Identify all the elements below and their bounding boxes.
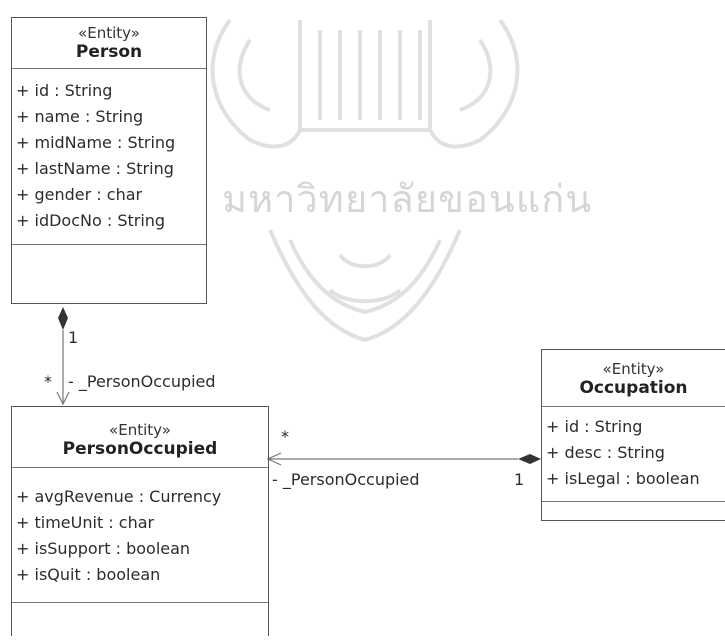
attribute: + avgRevenue : Currency: [16, 487, 222, 506]
occupation-role-label: - _PersonOccupied: [272, 470, 420, 489]
person-association-arrowhead: [56, 391, 70, 406]
occupation-composition-diamond: [518, 454, 541, 464]
person-composition-diamond: [58, 307, 68, 330]
class-person-occupied[interactable]: «Entity» PersonOccupied + avgRevenue : C…: [11, 406, 269, 636]
class-person-name: Person: [75, 42, 143, 62]
class-person-header: «Entity» Person: [12, 18, 206, 69]
attribute: + timeUnit : char: [16, 513, 155, 532]
attribute: + id : String: [16, 81, 113, 100]
class-person[interactable]: «Entity» Person + id : String + name : S…: [11, 17, 207, 304]
class-occupation-attributes: + id : String + desc : String + isLegal …: [542, 407, 725, 502]
class-occupation-header: «Entity» Occupation: [542, 350, 725, 407]
attribute: + isQuit : boolean: [16, 565, 161, 584]
class-person-operations: [12, 245, 206, 255]
person-source-multiplicity: 1: [68, 328, 79, 347]
class-occupation-stereotype: «Entity»: [602, 360, 665, 378]
occupation-source-multiplicity: 1: [514, 470, 525, 489]
class-occupation-operations: [542, 502, 725, 512]
attribute: + desc : String: [546, 443, 665, 462]
attribute: + midName : String: [16, 133, 176, 152]
class-person-occupied-operations: [12, 603, 268, 613]
attribute: + idDocNo : String: [16, 211, 166, 230]
class-occupation[interactable]: «Entity» Occupation + id : String + desc…: [541, 349, 725, 521]
attribute: + isLegal : boolean: [546, 469, 700, 488]
class-person-stereotype: «Entity»: [78, 24, 140, 42]
class-person-occupied-stereotype: «Entity»: [109, 421, 171, 439]
occupation-target-multiplicity: *: [281, 427, 289, 446]
attribute: + isSupport : boolean: [16, 539, 191, 558]
attribute: + gender : char: [16, 185, 143, 204]
person-role-label: - _PersonOccupied: [68, 372, 216, 391]
attribute: + id : String: [546, 417, 643, 436]
class-occupation-name: Occupation: [579, 378, 688, 398]
person-target-multiplicity: *: [44, 372, 52, 391]
class-person-occupied-name: PersonOccupied: [62, 439, 218, 459]
attribute: + name : String: [16, 107, 144, 126]
class-person-occupied-attributes: + avgRevenue : Currency + timeUnit : cha…: [12, 468, 268, 603]
attribute: + lastName : String: [16, 159, 174, 178]
class-person-attributes: + id : String + name : String + midName …: [12, 69, 206, 245]
class-person-occupied-header: «Entity» PersonOccupied: [12, 407, 268, 468]
